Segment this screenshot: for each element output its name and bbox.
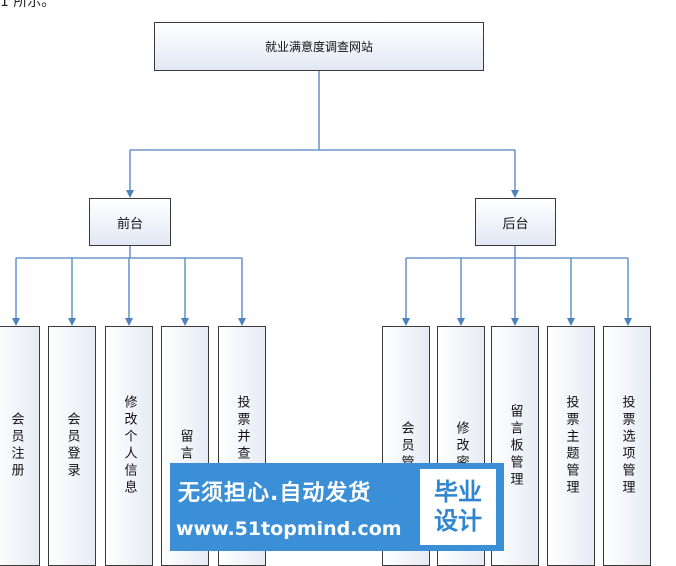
front-end-node: 前台 bbox=[89, 198, 171, 246]
leaf-label: 会员注册 bbox=[8, 412, 24, 480]
leaf-label: 留言 bbox=[177, 429, 193, 463]
leaf-label: 会员管 bbox=[398, 420, 414, 472]
root-node: 就业满意度调查网站 bbox=[154, 22, 484, 71]
back-end-node: 后台 bbox=[475, 198, 556, 246]
watermark-banner: 无须担心.自动发货 www.51topmind.com 毕业 设计 bbox=[170, 463, 504, 551]
caption-fragment: 1 所示。 bbox=[0, 0, 56, 10]
leaf-edit-profile: 修改个人信息 bbox=[105, 326, 153, 566]
leaf-member-login: 会员登录 bbox=[48, 326, 96, 566]
watermark-badge-bottom: 设计 bbox=[434, 507, 482, 535]
leaf-vote-topic-manage: 投票主题管理 bbox=[547, 326, 595, 566]
watermark-slogan: 无须担心.自动发货 bbox=[178, 481, 372, 506]
leaf-label: 会员登录 bbox=[64, 412, 80, 480]
back-end-label: 后台 bbox=[502, 216, 529, 232]
leaf-label: 修改密 bbox=[453, 420, 469, 472]
leaf-label: 留言板管理 bbox=[507, 403, 523, 489]
front-end-label: 前台 bbox=[116, 216, 143, 232]
connector-lines bbox=[12, 71, 632, 326]
leaf-label: 投票选项管理 bbox=[619, 395, 635, 497]
leaf-label: 投票主题管理 bbox=[563, 395, 579, 497]
watermark-url: www.51topmind.com bbox=[176, 518, 402, 540]
watermark-badge-top: 毕业 bbox=[434, 478, 482, 507]
watermark-badge: 毕业 设计 bbox=[420, 469, 496, 545]
root-node-label: 就业满意度调查网站 bbox=[264, 40, 373, 54]
leaf-vote-option-manage: 投票选项管理 bbox=[603, 326, 651, 566]
leaf-member-register: 会员注册 bbox=[0, 326, 40, 566]
leaf-label: 修改个人信息 bbox=[121, 395, 137, 497]
